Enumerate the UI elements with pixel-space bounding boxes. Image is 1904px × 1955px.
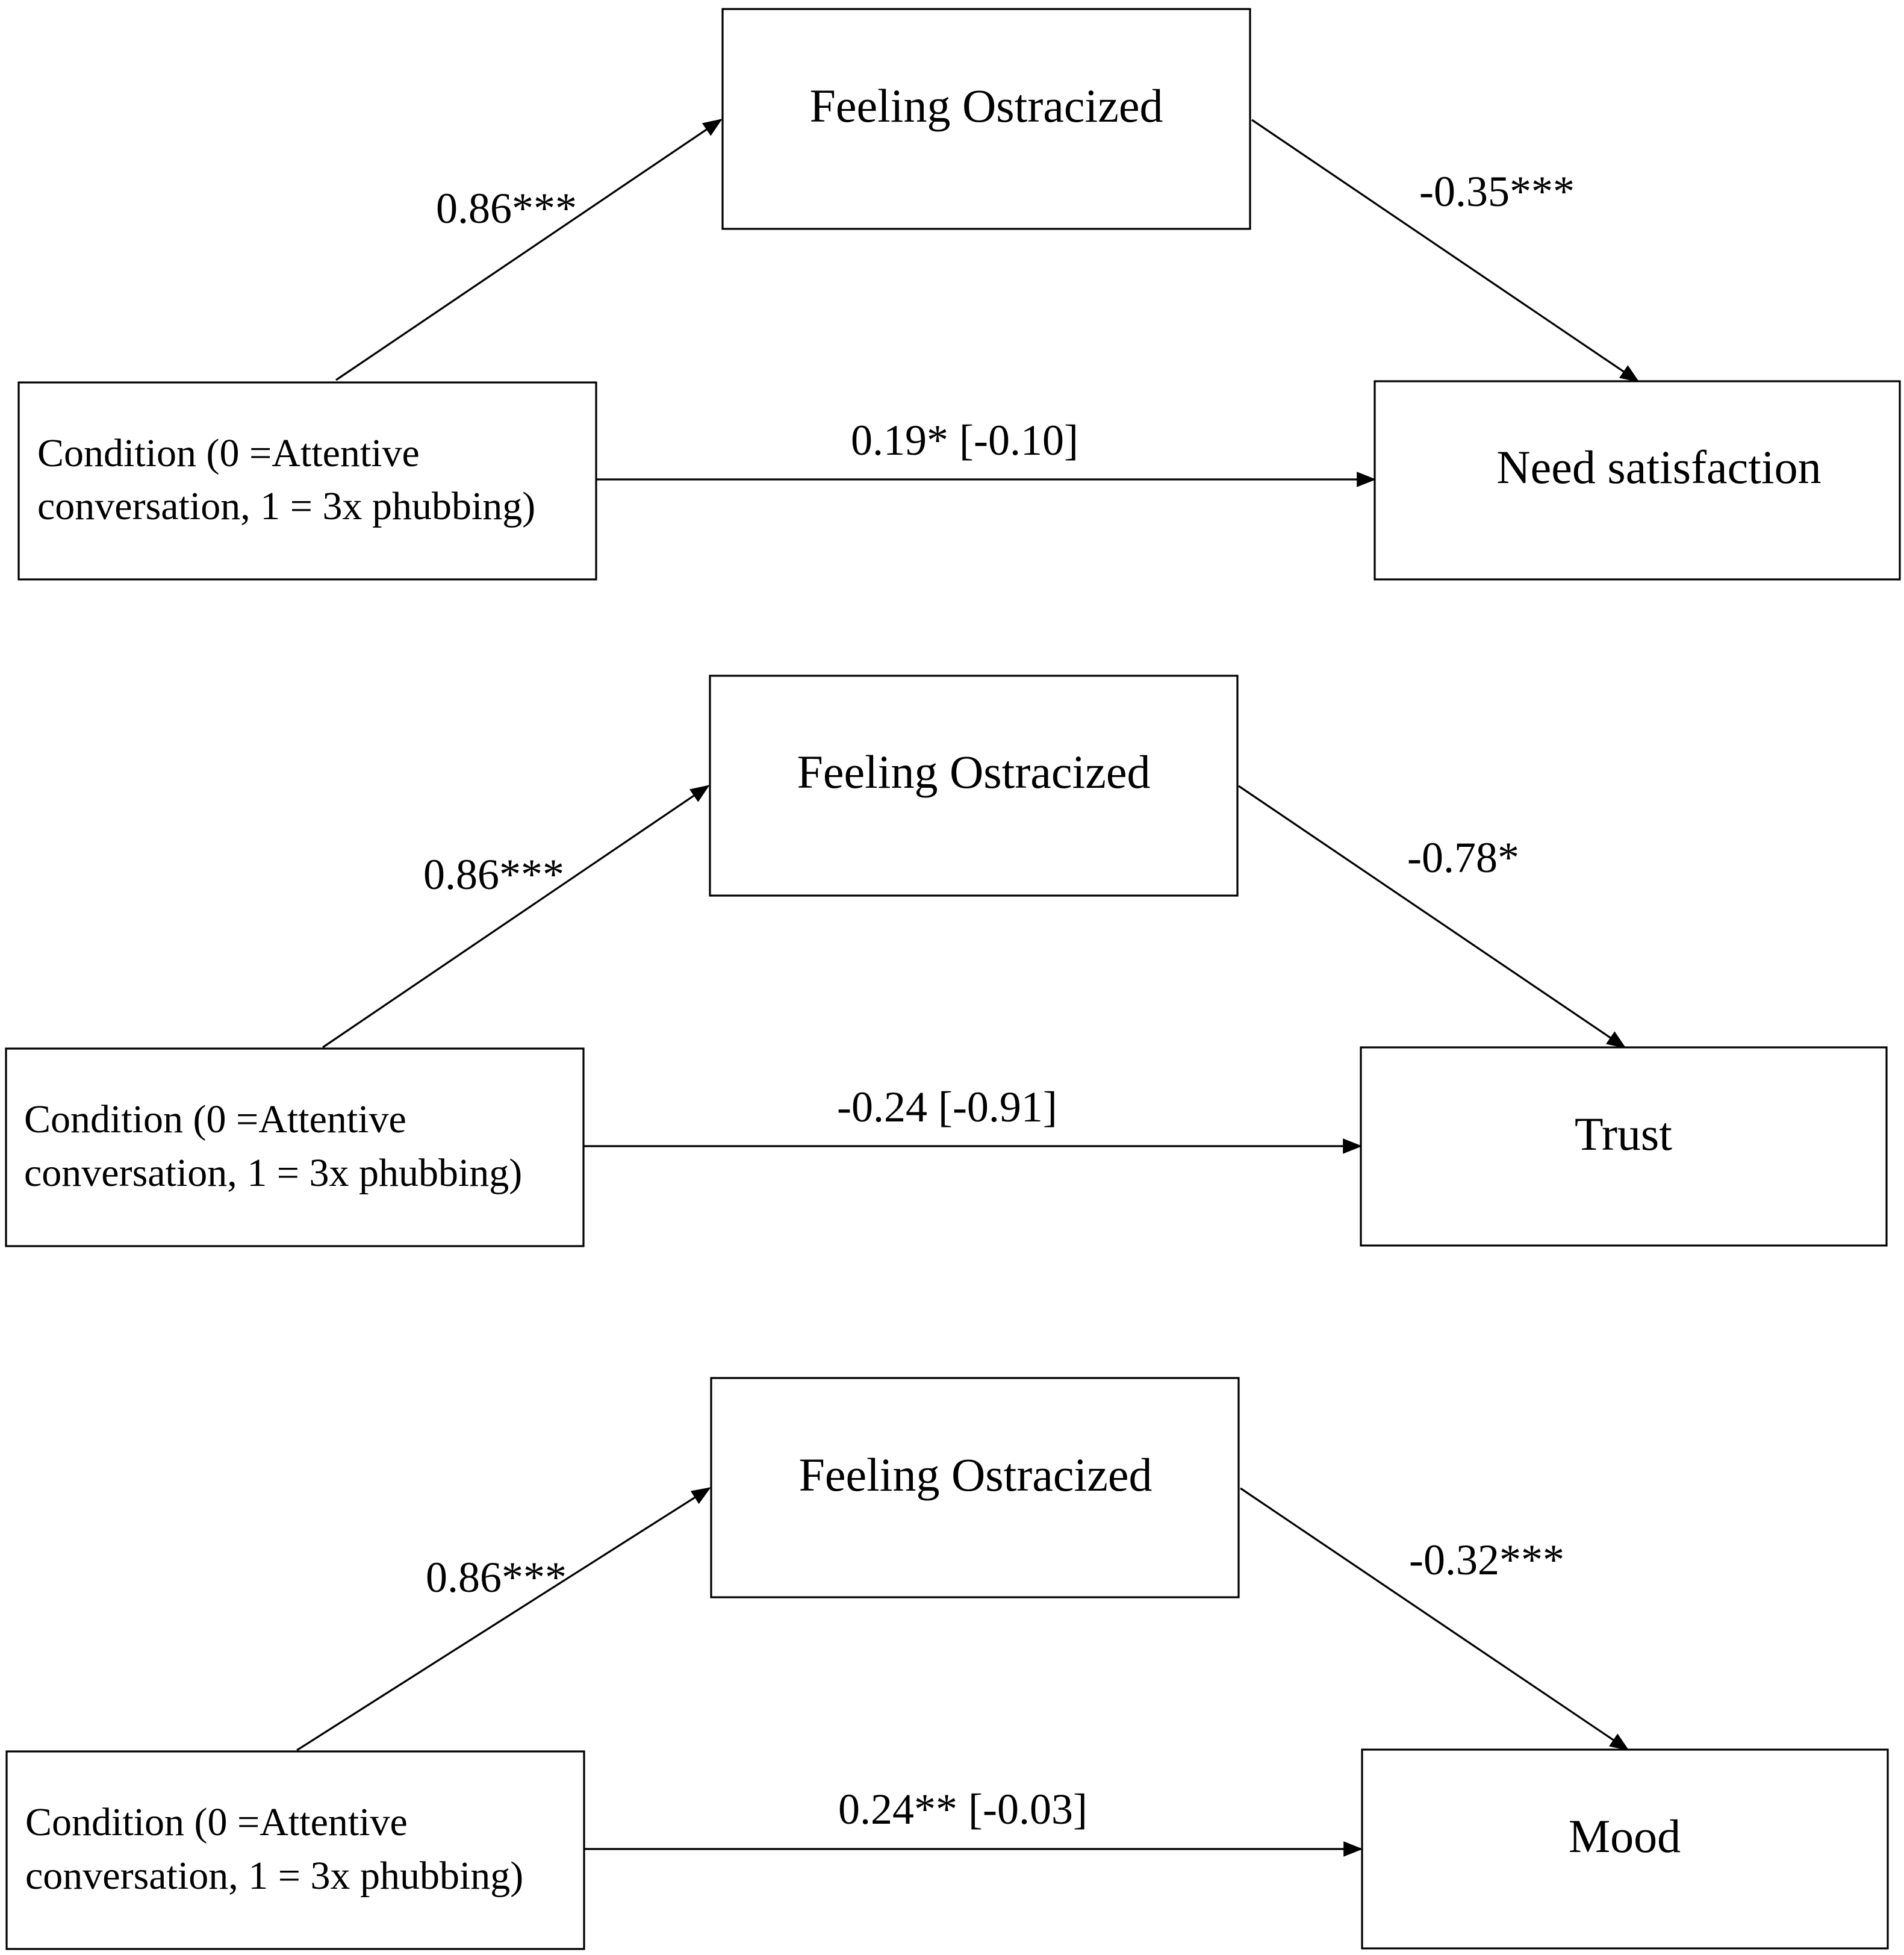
path-b-arrow: [1251, 119, 1640, 382]
path-b-arrow: [1240, 1487, 1629, 1751]
outcome-box: [1361, 1748, 1889, 1950]
path-a-arrow: [335, 119, 723, 381]
path-a-coefficient: 0.86***: [423, 850, 564, 899]
outcome-box: [1360, 1046, 1888, 1247]
path-a-arrow: [322, 785, 710, 1049]
predictor-label-line2: conversation, 1 = 3x phubbing): [37, 484, 535, 528]
predictor-label-line2: conversation, 1 = 3x phubbing): [24, 1151, 522, 1195]
predictor-label-line1: Condition (0 =Attentive: [25, 1800, 408, 1844]
mediator-box: [710, 1377, 1240, 1598]
mediation-panel-need-satisfaction: Feeling Ostracized Condition (0 =Attenti…: [17, 8, 1901, 581]
path-c-coefficient: 0.24** [-0.03]: [838, 1785, 1087, 1833]
predictor-label-line1: Condition (0 =Attentive: [37, 431, 420, 475]
path-a-arrow: [296, 1487, 711, 1751]
path-b-coefficient: -0.78*: [1407, 834, 1519, 882]
predictor-label-line2: conversation, 1 = 3x phubbing): [25, 1854, 523, 1898]
outcome-label: Need satisfaction: [1496, 441, 1821, 493]
mediator-label: Feeling Ostracized: [810, 80, 1163, 132]
predictor-box: [17, 381, 597, 581]
outcome-label: Trust: [1575, 1108, 1672, 1160]
mediation-panel-mood: Feeling Ostracized Condition (0 =Attenti…: [5, 1377, 1889, 1950]
path-a-coefficient: 0.86***: [436, 184, 577, 232]
outcome-box: [1374, 380, 1901, 581]
path-c-coefficient: -0.24 [-0.91]: [837, 1083, 1057, 1131]
mediation-panel-trust: Feeling Ostracized Condition (0 =Attenti…: [5, 675, 1888, 1247]
mediator-label: Feeling Ostracized: [797, 746, 1151, 798]
outcome-label: Mood: [1569, 1810, 1681, 1862]
path-c-coefficient: 0.19* [-0.10]: [851, 416, 1078, 464]
mediator-box: [709, 675, 1239, 897]
mediator-label: Feeling Ostracized: [799, 1448, 1153, 1501]
path-a-coefficient: 0.86***: [426, 1553, 567, 1601]
path-b-coefficient: -0.32***: [1409, 1536, 1564, 1584]
mediator-box: [721, 8, 1251, 230]
predictor-box: [5, 1750, 585, 1950]
path-b-arrow: [1238, 785, 1626, 1049]
path-b-coefficient: -0.35***: [1419, 167, 1575, 216]
predictor-box: [5, 1047, 585, 1247]
predictor-label-line1: Condition (0 =Attentive: [24, 1097, 406, 1141]
